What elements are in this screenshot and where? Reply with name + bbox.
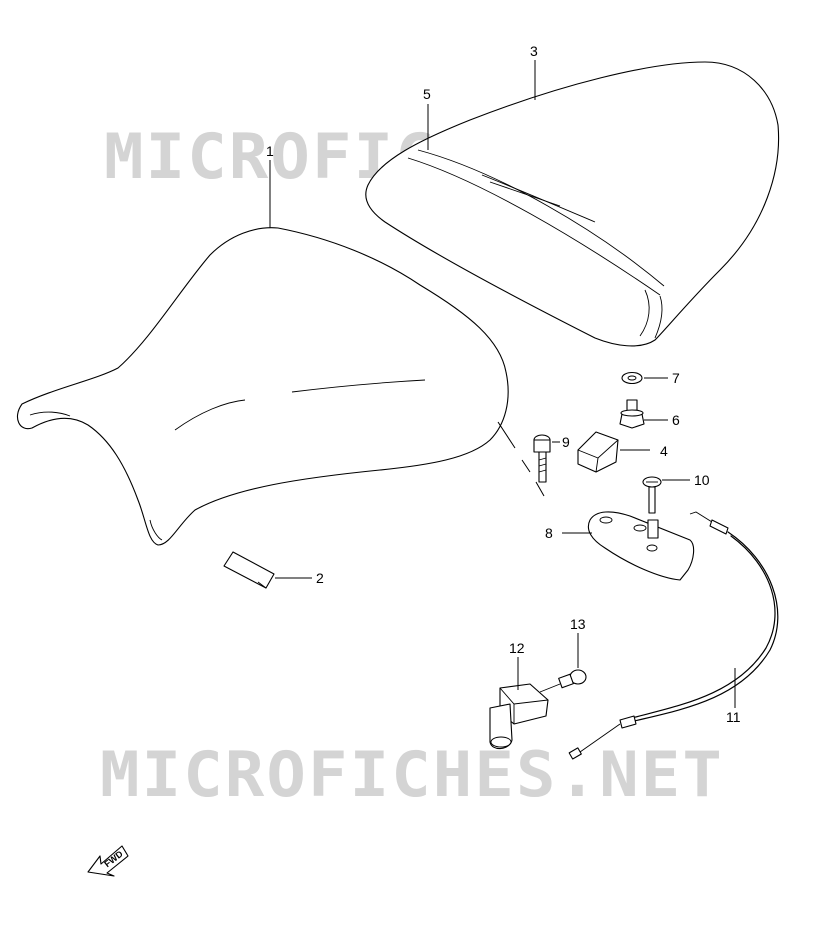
- seat-lock-bracket: [587, 511, 695, 581]
- callout-9: 9: [562, 434, 570, 450]
- bolt-9: [533, 434, 551, 483]
- callout-4: 4: [660, 443, 668, 459]
- callout-7: 7: [672, 370, 680, 386]
- callout-11: 11: [726, 709, 741, 725]
- watermark-bottom: MICROFICHES.NET: [100, 738, 724, 811]
- washer: [621, 371, 643, 385]
- seat-lock-cable: [568, 511, 779, 760]
- seat-tag: [223, 551, 275, 589]
- svg-text:MICROFICHES.NET: MICROFICHES.NET: [100, 738, 724, 811]
- bolt-13: [539, 669, 587, 693]
- fwd-arrow-icon: FWD: [87, 845, 129, 877]
- front-seat: [17, 227, 545, 546]
- callout-6: 6: [672, 412, 680, 428]
- callout-12: 12: [509, 640, 525, 656]
- callout-13: 13: [570, 616, 586, 632]
- callout-10: 10: [694, 472, 710, 488]
- rear-seat: [365, 61, 780, 347]
- callout-2: 2: [316, 570, 324, 586]
- seat-latch: [489, 683, 549, 750]
- callouts: 1 2 3 4 5 6 7 8 9 10 11 12 13: [266, 43, 741, 725]
- flange-bolt: [619, 399, 645, 429]
- rubber-block: [577, 431, 619, 473]
- callout-1: 1: [266, 143, 274, 159]
- leader-lines: [269, 60, 736, 708]
- callout-5: 5: [423, 86, 431, 102]
- callout-8: 8: [545, 525, 553, 541]
- callout-3: 3: [530, 43, 538, 59]
- screw-10: [642, 476, 662, 514]
